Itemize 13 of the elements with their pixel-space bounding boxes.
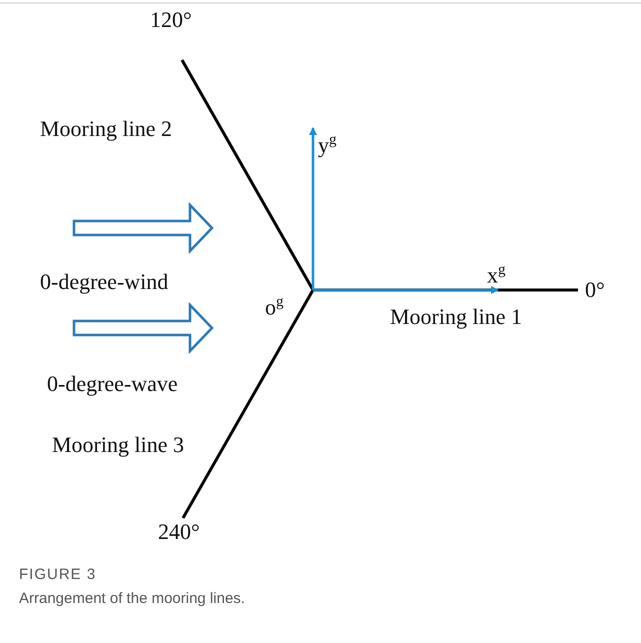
caption: Arrangement of the mooring lines. — [19, 590, 245, 607]
origin-label: o$^{g}$ — [265, 294, 284, 320]
axis-label: y$^{g}$ — [318, 132, 336, 158]
line-label: Mooring line 3 — [52, 433, 184, 458]
line-label: Mooring line 2 — [40, 117, 172, 142]
figure-number: FIGURE 3 — [19, 566, 96, 583]
angle-label: 120° — [150, 8, 192, 32]
axis-label: x$^{g}$ — [487, 262, 506, 288]
direction-label: 0-degree-wave — [47, 372, 178, 396]
direction-label: 0-degree-wind — [40, 270, 168, 294]
line-label: Mooring line 1 — [390, 305, 522, 330]
angle-label: 240° — [158, 520, 200, 544]
angle-label: 0° — [585, 278, 605, 302]
